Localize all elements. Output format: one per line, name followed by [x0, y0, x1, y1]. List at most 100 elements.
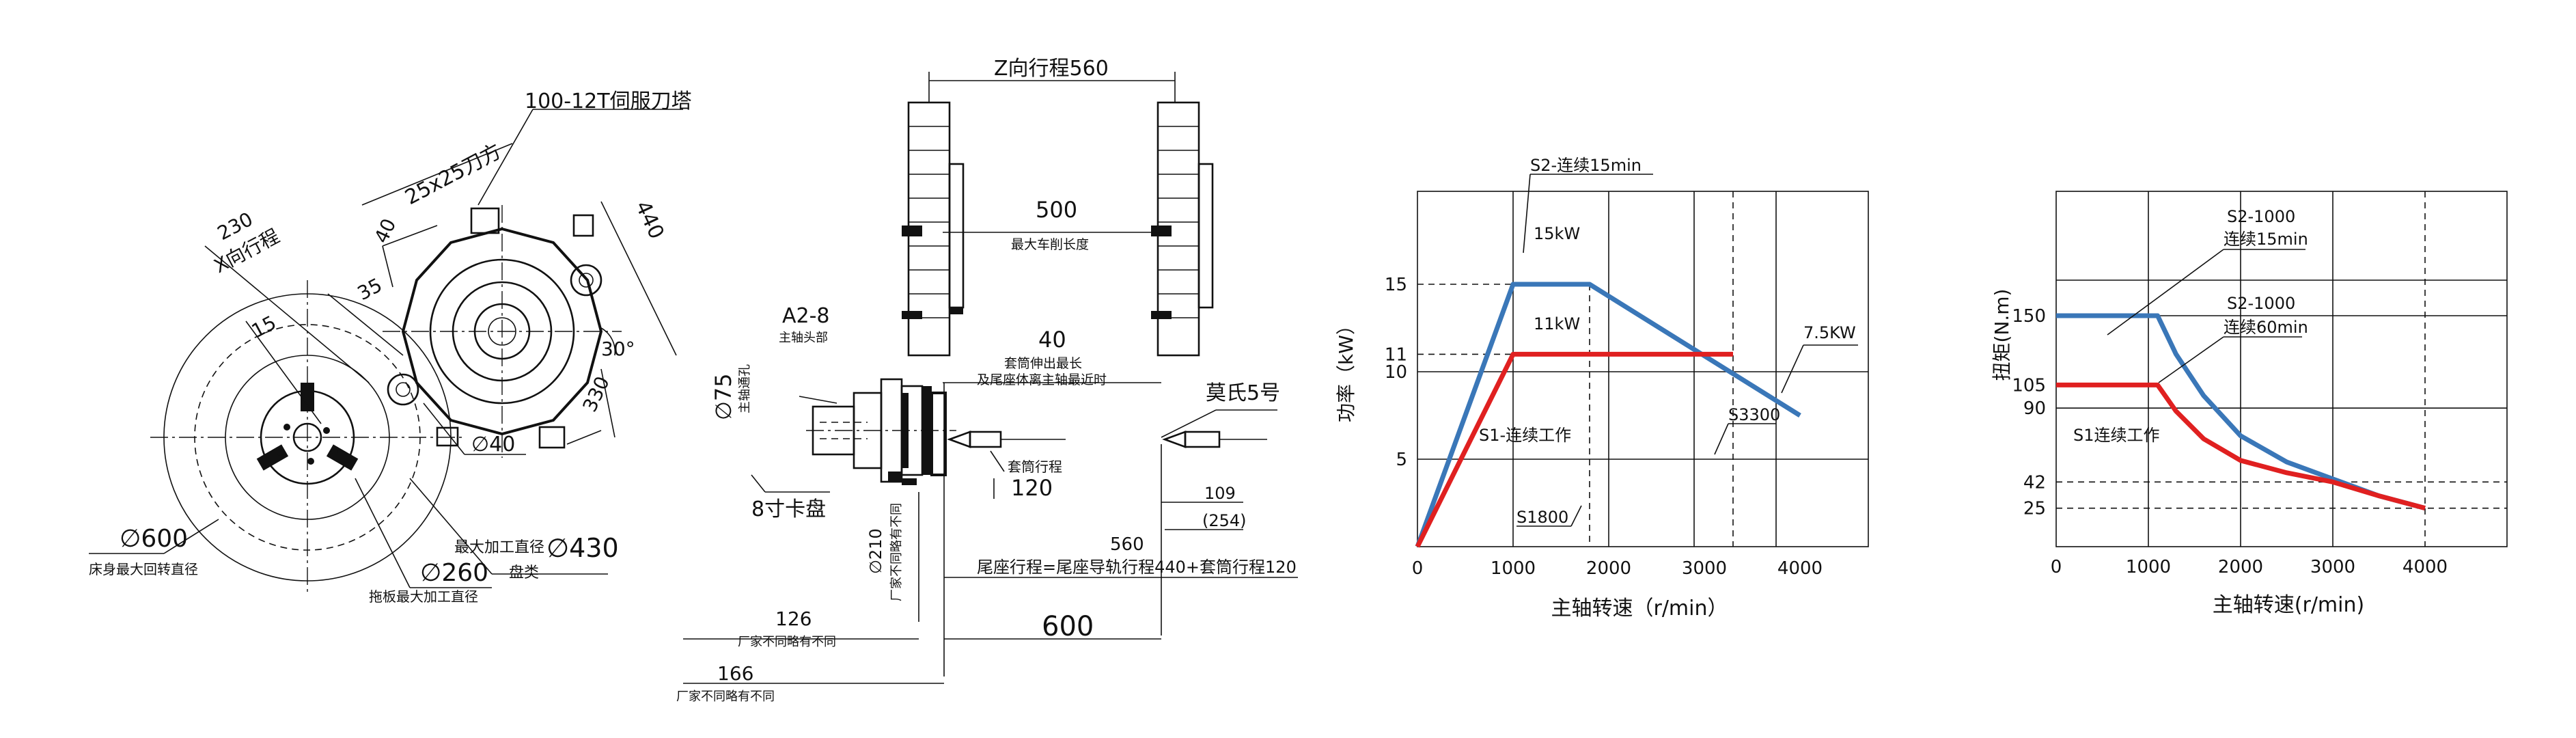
power-legend-s2: S2-连续15min	[1530, 156, 1642, 175]
carriage-label: 拖板最大加工直径	[369, 588, 478, 605]
power-ann-s3300: S3300	[1728, 405, 1780, 424]
dim-109: 109	[1204, 484, 1236, 503]
spindle-bore-label: 主轴通孔	[738, 364, 752, 413]
dim-560: 560	[1110, 534, 1144, 555]
dim-166: 166	[717, 662, 753, 685]
live-center	[947, 430, 1066, 448]
morse-taper-label: 莫氏5号	[1206, 381, 1280, 405]
torque-plot-frame	[2055, 191, 2508, 547]
turret-title: 100-12T伺服刀塔	[525, 90, 692, 113]
power-x-tick-1000: 1000	[1491, 558, 1536, 579]
top-view: 100-12T伺服刀塔 25x25刀方 40 440 230 X向行程 15 3…	[89, 90, 692, 605]
torque-legend-s2-60-leader	[2158, 336, 2224, 383]
torque-y-tick-42: 42	[2023, 472, 2046, 493]
dim-254: (254)	[1202, 511, 1247, 530]
dim-40-quill: 40	[1038, 327, 1066, 353]
dia-210: ∅210	[866, 528, 885, 574]
max-turn-length: 最大车削长度	[1011, 237, 1089, 252]
spindle-nose-label: A2-8	[782, 304, 830, 328]
dim-440: 440	[631, 197, 669, 243]
side-view: Z向行程560 500 最大车削长度	[676, 57, 1298, 704]
turret-right	[1151, 101, 1214, 357]
tailstock-travel-label: 尾座行程=尾座导轨行程440+套筒行程120	[977, 558, 1297, 577]
dim-40-top: 40	[370, 215, 400, 247]
top-view-dimensions	[89, 109, 683, 588]
dim-126: 126	[775, 607, 812, 630]
power-ann-15kw: 15kW	[1534, 224, 1580, 243]
power-ann-s1800-leader	[1570, 505, 1582, 527]
torque-legend-s2-60-line1: S2-1000	[2227, 294, 2295, 313]
dia-260: ∅260	[420, 559, 488, 587]
dim-35: 35	[354, 273, 386, 305]
power-ann-s1800: S1800	[1516, 508, 1568, 527]
power-x-tick-4000: 4000	[1777, 558, 1823, 579]
dim-15: 15	[248, 311, 280, 342]
torque-ann-s1: S1连续工作	[2073, 426, 2160, 445]
torque-y-tick-105: 105	[2012, 375, 2046, 396]
power-ann-7-5kw: 7.5KW	[1803, 323, 1856, 342]
torque-legend-s2-15-line1: S2-1000	[2227, 207, 2295, 226]
max-machining-label: 最大加工直径	[454, 539, 544, 556]
power-series-0	[1415, 282, 1801, 548]
mfr-note-vertical: 厂家不同略有不同	[889, 503, 904, 601]
power-y-tick-10: 10	[1385, 362, 1407, 383]
power-ann-7-5kw-leader	[1781, 344, 1804, 394]
chuck-face	[256, 383, 359, 485]
torque-x-tick-1000: 1000	[2126, 557, 2171, 577]
side-view-dimensions	[683, 382, 1298, 684]
power-x-tick-2000: 2000	[1586, 558, 1631, 579]
power-y-axis-label: 功率（kW）	[1335, 316, 1357, 422]
dia-40: ∅40	[471, 433, 515, 456]
mfr-note-126: 厂家不同略有不同	[738, 635, 836, 649]
turret-left	[902, 101, 965, 357]
bed-swing-label: 床身最大回转直径	[89, 561, 198, 577]
torque-legend-s2-15-line2: 连续15min	[2224, 230, 2308, 249]
spindle-head-label: 主轴头部	[779, 331, 828, 345]
torque-legend-s2-15-leader	[2107, 249, 2224, 336]
power-x-tick-3000: 3000	[1682, 558, 1727, 579]
torque-y-tick-150: 150	[2012, 306, 2046, 327]
power-y-tick-15: 15	[1385, 275, 1407, 295]
spindle-headstock	[806, 378, 956, 485]
torque-x-axis-label: 主轴转速(r/min)	[2213, 593, 2364, 617]
torque-y-tick-25: 25	[2023, 499, 2046, 519]
dim-500: 500	[1036, 197, 1077, 223]
tool-square-label: 25x25刀方	[401, 139, 505, 210]
torque-x-tick-2000: 2000	[2218, 557, 2263, 577]
chuck-8in-label: 8寸卡盘	[751, 497, 826, 521]
quill-extension-line1: 套筒伸出最长	[1004, 356, 1082, 371]
power-legend-s1: S1-连续工作	[1479, 426, 1571, 445]
turret-body	[383, 205, 622, 458]
power-ann-11kw: 11kW	[1534, 314, 1580, 333]
quill-travel-label: 套筒行程	[1008, 459, 1062, 475]
power-y-tick-5: 5	[1396, 450, 1407, 470]
power-plot-frame	[1417, 191, 1869, 547]
disc-label: 盘类	[509, 564, 539, 582]
quill-extension-line2: 及尾座体离主轴最近时	[977, 372, 1107, 387]
power-x-axis-label: 主轴转速（r/min）	[1551, 597, 1728, 620]
torque-x-tick-0: 0	[2051, 557, 2062, 577]
power-series-1	[1415, 351, 1733, 548]
power-ann-s3300-leader	[1714, 423, 1729, 455]
dia-75: ∅75	[710, 373, 736, 420]
torque-legend-s2-60-line2: 连续60min	[2224, 318, 2308, 337]
z-travel-label: Z向行程560	[994, 57, 1109, 81]
dia-600: ∅600	[120, 525, 188, 553]
torque-x-tick-4000: 4000	[2402, 557, 2448, 577]
torque-y-tick-90: 90	[2023, 398, 2046, 419]
angle-30: 30°	[601, 338, 635, 360]
torque-series-1	[2056, 382, 2426, 511]
torque-y-axis-label: 扭矩(N.m)	[1991, 289, 2013, 381]
quill-travel-value: 120	[1011, 475, 1053, 501]
power-x-tick-0: 0	[1412, 558, 1424, 579]
torque-x-tick-3000: 3000	[2310, 557, 2355, 577]
chuck-body	[930, 392, 947, 476]
power-y-tick-11: 11	[1385, 344, 1407, 365]
power-legend-s2-leader	[1523, 174, 1531, 254]
tailstock-center	[1162, 430, 1267, 448]
dim-600: 600	[1042, 611, 1094, 642]
mfr-note-166: 厂家不同略有不同	[676, 689, 775, 704]
